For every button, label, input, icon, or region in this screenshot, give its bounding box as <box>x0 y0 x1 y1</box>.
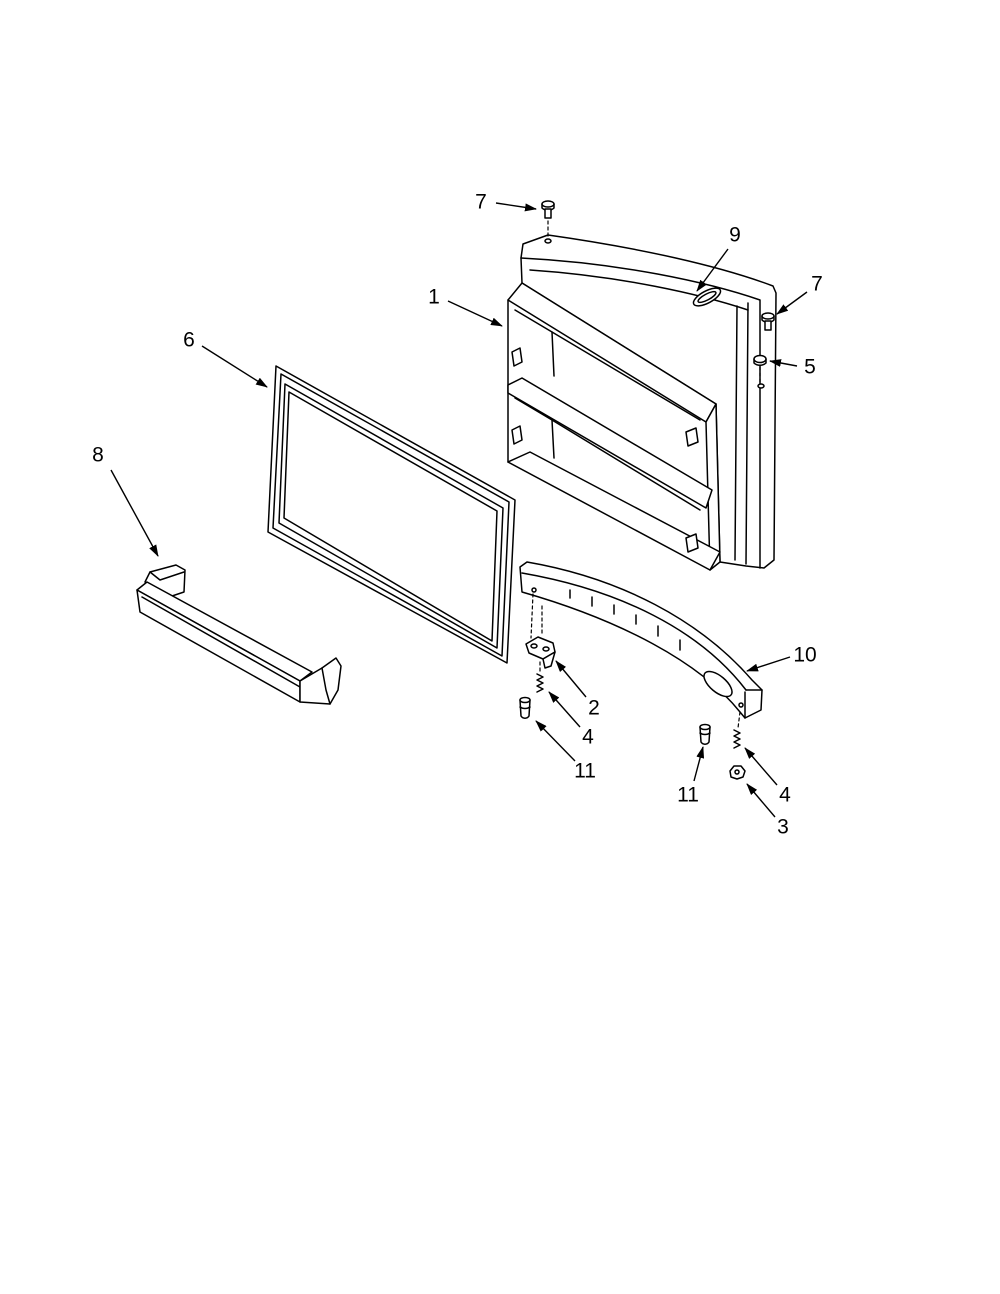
hinge-trim-cutout <box>703 670 733 698</box>
left-screw-part <box>536 661 544 693</box>
screw-thread <box>536 673 544 693</box>
leader-arrow-9 <box>696 248 729 292</box>
callout-label: 5 <box>804 356 816 379</box>
leader-arrow-6 <box>201 345 268 388</box>
bin-stop <box>511 425 523 445</box>
bracket-axis-line <box>530 593 534 639</box>
screw-thread <box>733 729 741 749</box>
leader-arrow-1 <box>447 300 503 327</box>
leader-arrows <box>110 202 808 818</box>
gasket-outer-edge <box>267 365 516 664</box>
hinge-trim-hole <box>531 587 537 593</box>
pin-top <box>699 723 711 731</box>
callout-label: 2 <box>588 697 600 720</box>
door-flange-lip <box>520 257 761 569</box>
callout-label: 3 <box>777 816 789 839</box>
handle-left-bracket-edge <box>149 571 185 581</box>
door-panel-outline <box>520 234 777 569</box>
screw-axis-line <box>737 711 741 729</box>
nut-hole <box>734 769 740 775</box>
handle-right-bracket <box>299 657 342 705</box>
callout-label: 4 <box>779 784 791 807</box>
liner-bottom-shelf <box>507 451 721 571</box>
right-screw-part <box>733 711 741 749</box>
callout-label: 9 <box>729 224 741 247</box>
leader-arrow-11-right <box>693 746 705 782</box>
bin-stop <box>685 427 699 447</box>
leader-arrow-5 <box>769 359 798 367</box>
leader-arrow-2 <box>555 660 587 698</box>
liner-back-line-upper <box>551 331 701 421</box>
gasket-ring <box>272 373 510 657</box>
screw-shaft <box>764 320 772 331</box>
pin-collar <box>699 732 711 736</box>
hinge-trim-top-edge <box>521 572 747 691</box>
pin-body <box>699 726 711 745</box>
hinge-trim-hole <box>738 702 744 708</box>
pin-top <box>519 696 531 704</box>
gasket-inner-edge <box>283 391 498 642</box>
handle-front-face <box>136 589 301 703</box>
hinge-bracket-part <box>525 593 556 669</box>
leader-arrow-10 <box>746 656 791 672</box>
hinge-trim-part <box>519 561 763 719</box>
bin-stop <box>511 347 523 367</box>
door-flange-line <box>734 305 738 561</box>
door-gasket-part <box>267 365 516 664</box>
callout-label: 11 <box>574 760 596 783</box>
screw-head-top <box>541 200 555 208</box>
leader-arrow-4-left <box>548 691 581 728</box>
door-liner-part <box>507 234 777 571</box>
left-pin-part <box>519 696 531 719</box>
handle-inner-line <box>141 596 301 688</box>
pin-collar <box>519 706 531 710</box>
leader-arrow-4-right <box>744 747 778 786</box>
top-screw-part <box>541 200 555 239</box>
nut-part <box>729 765 746 780</box>
plug-top <box>753 354 767 364</box>
callout-label: 8 <box>92 444 104 467</box>
callout-label: 7 <box>475 191 487 214</box>
right-pin-part <box>699 723 711 745</box>
callout-label: 7 <box>811 273 823 296</box>
handle-top-face <box>136 581 313 682</box>
leader-arrow-11-left <box>535 720 576 762</box>
callout-label: 11 <box>677 784 699 807</box>
door-flange-line <box>529 269 749 311</box>
hinge-trim-outline <box>519 561 763 719</box>
callout-label: 6 <box>183 329 195 352</box>
bracket-hole <box>542 646 550 652</box>
door-flange-line <box>745 302 749 565</box>
leader-arrow-3 <box>746 783 776 818</box>
liner-middle-shelf <box>507 377 713 509</box>
screw-shaft <box>544 208 552 219</box>
bracket-hole <box>530 643 538 649</box>
bin-stop <box>685 533 699 553</box>
callout-label: 4 <box>582 726 594 749</box>
bracket-tab <box>542 651 556 669</box>
leader-arrow-7-right <box>776 291 808 315</box>
door-right-hole <box>757 383 765 389</box>
liner-right-wall <box>705 403 721 571</box>
washer-inner <box>697 290 717 304</box>
side-screw-part <box>761 312 775 331</box>
handle-right-bracket-edge <box>321 667 331 705</box>
door-handle-part <box>136 564 342 705</box>
gasket-ring <box>278 383 504 649</box>
leader-arrow-8 <box>110 469 159 557</box>
callout-label: 10 <box>793 644 816 667</box>
callout-labels: 7 9 7 1 6 5 8 10 2 4 11 11 4 3 <box>92 191 823 839</box>
screw-head-top <box>761 312 775 320</box>
leader-arrow-7-top <box>495 202 537 212</box>
callout-label: 1 <box>428 286 440 309</box>
plug-part <box>753 354 767 383</box>
door-top-hole <box>544 238 552 244</box>
liner-back-line-lower <box>551 419 701 511</box>
